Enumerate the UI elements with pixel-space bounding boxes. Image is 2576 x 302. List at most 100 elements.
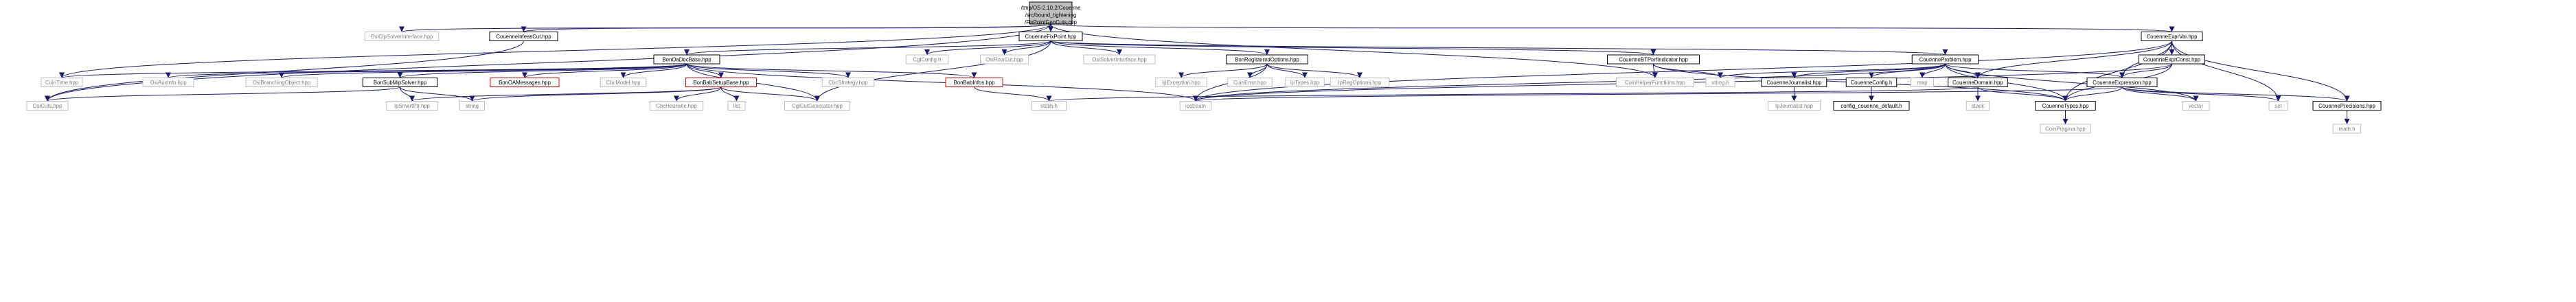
node-stringH-label: string.h xyxy=(1711,80,1729,86)
node-couenneConfig-box xyxy=(1845,78,1897,87)
node-ipException[interactable]: IpException.hpp xyxy=(1155,78,1207,87)
node-mathH-box xyxy=(2332,124,2362,134)
node-domain[interactable]: CouenneDomain.hpp xyxy=(1948,78,2008,87)
node-coinError-box xyxy=(1227,78,1273,87)
node-btPerf[interactable]: CouenneBTPerfIndicator.hpp xyxy=(1607,54,1700,65)
node-osiClp[interactable]: OsiClpSolverInterface.hpp xyxy=(364,32,440,41)
node-stdlib[interactable]: stdlib.h xyxy=(1031,101,1067,111)
node-ipTypes[interactable]: IpTypes.hpp xyxy=(1285,78,1325,87)
node-journalist[interactable]: CouenneJournalist.hpp xyxy=(1761,78,1827,87)
node-osiCuts[interactable]: OsiCuts.hpp xyxy=(26,101,69,111)
node-bonSubMip-box xyxy=(362,78,438,87)
edge-fixPoint-to-cglConfig xyxy=(924,40,1051,56)
edge-bonSubMip-to-string xyxy=(400,86,475,102)
edge-bonOa-to-osiAux xyxy=(166,63,687,78)
edge-exprConst-to-expression xyxy=(2119,63,2172,78)
node-string[interactable]: string xyxy=(459,101,485,111)
node-problem[interactable]: CouenneProblem.hpp xyxy=(1911,54,1979,65)
node-osiBranch[interactable]: OsiBranchingObject.hpp xyxy=(245,78,318,87)
node-ipJournalist[interactable]: IpJournalist.hpp xyxy=(1768,101,1821,111)
node-coinTime[interactable]: CoinTime.hpp xyxy=(41,78,83,87)
node-cglConfig[interactable]: CglConfig.h xyxy=(905,54,949,65)
node-bonOaMsg[interactable]: BonOAMessages.hpp xyxy=(490,78,560,87)
node-stack[interactable]: stack xyxy=(1965,101,1990,111)
node-btPerf-label: CouenneBTPerfIndicator.hpp xyxy=(1619,56,1688,62)
node-stringH[interactable]: string.h xyxy=(1705,78,1735,87)
node-bonOa-label: BonOaDecBase.hpp xyxy=(662,56,711,62)
node-vector[interactable]: vector xyxy=(2182,101,2210,111)
node-exprConst-box xyxy=(2139,54,2205,65)
node-mathH[interactable]: math.h xyxy=(2332,124,2362,134)
node-couenneConfig[interactable]: CouenneConfig.h xyxy=(1845,78,1897,87)
edge-bonBabSetup-to-list xyxy=(720,86,740,102)
node-expression-label: CouenneExpression.hpp xyxy=(2093,80,2152,86)
node-expression-box xyxy=(2086,78,2158,87)
node-problem-label: CouenneProblem.hpp xyxy=(1919,56,1972,62)
node-set-box xyxy=(2268,101,2288,111)
node-osiAux-box xyxy=(142,78,194,87)
edge-bonOa-to-bonBabSetup xyxy=(686,63,724,78)
node-bonOa[interactable]: BonOaDecBase.hpp xyxy=(653,54,720,65)
node-cglCutGen[interactable]: CglCutGenerator.hpp xyxy=(784,101,850,111)
node-map-box xyxy=(1911,78,1934,87)
node-osiCuts-box xyxy=(26,101,69,111)
edge-problem-to-expression xyxy=(1945,63,2125,78)
edge-domain-to-stdlib xyxy=(1047,86,1979,102)
node-bonBabSetup-box xyxy=(685,78,757,87)
node-couenneTypes[interactable]: CouenneTypes.hpp xyxy=(2035,101,2096,111)
node-bonRegOpt[interactable]: BonRegisteredOptions.hpp xyxy=(1226,54,1308,65)
node-coinHelper[interactable]: CoinHelperFunctions.hpp xyxy=(1616,78,1694,87)
node-osiAux[interactable]: OsiAuxInfo.hpp xyxy=(142,78,194,87)
edge-bonRegOpt-to-ipRegOpt xyxy=(1266,63,1363,78)
node-infeasCut-box xyxy=(489,32,558,41)
node-map[interactable]: map xyxy=(1911,78,1934,87)
node-bonBabSetup-label: BonBabSetupBase.hpp xyxy=(693,80,749,86)
edge-bonOa-to-osiBranch xyxy=(279,63,687,78)
node-expression[interactable]: CouenneExpression.hpp xyxy=(2086,78,2158,87)
node-vector-label: vector xyxy=(2189,103,2204,109)
node-exprConst[interactable]: CouenneExprConst.hpp xyxy=(2139,54,2205,65)
node-bonBabInfo[interactable]: BonBabInfos.hpp xyxy=(945,78,1003,87)
node-set[interactable]: set xyxy=(2268,101,2288,111)
node-iostream[interactable]: iostream xyxy=(1179,101,1212,111)
node-osiRowCut-label: OsiRowCut.hpp xyxy=(985,56,1023,62)
node-precisions[interactable]: CouennePrecisions.hpp xyxy=(2312,101,2382,111)
node-ipRegOpt[interactable]: IpRegOptions.hpp xyxy=(1330,78,1390,87)
edge-bonBabSetup-to-cbcHeuristic xyxy=(674,86,722,102)
node-fixPoint[interactable]: CouenneFixPoint.hpp xyxy=(1018,32,1083,41)
node-osiClp-label: OsiClpSolverInterface.hpp xyxy=(370,34,433,40)
node-iostream-box xyxy=(1179,101,1212,111)
root-label-line-1: /tmp/OS-2.10.2/Couenne xyxy=(1021,5,1081,11)
node-coinPragma[interactable]: CoinPragma.hpp xyxy=(2040,124,2091,134)
node-bonSubMip[interactable]: BonSubMipSolver.hpp xyxy=(362,78,438,87)
node-stdlib-label: stdlib.h xyxy=(1040,103,1058,109)
node-root: /tmp/OS-2.10.2/Couenne/src/bound_tighten… xyxy=(1021,1,1081,25)
node-osiRowCut[interactable]: OsiRowCut.hpp xyxy=(980,54,1029,65)
node-cbcModel[interactable]: CbcModel.hpp xyxy=(600,78,647,87)
node-stringH-box xyxy=(1705,78,1735,87)
edge-bonSubMip-to-osiCuts xyxy=(45,86,400,102)
node-exprVar-label: CouenneExprVar.hpp xyxy=(2147,34,2198,40)
node-bonBabSetup[interactable]: BonBabSetupBase.hpp xyxy=(685,78,757,87)
node-bonRegOpt-box xyxy=(1226,54,1308,65)
node-list[interactable]: list xyxy=(727,101,746,111)
edge-exprVar-to-precisions xyxy=(2172,40,2350,102)
node-cbcHeuristic[interactable]: CbcHeuristic.hpp xyxy=(649,101,704,111)
node-coinError[interactable]: CoinError.hpp xyxy=(1227,78,1273,87)
node-configDefault[interactable]: config_couenne_default.h xyxy=(1833,101,1910,111)
edges xyxy=(45,23,2350,124)
edge-fixPoint-to-bonRegOpt xyxy=(1050,40,1270,56)
node-ipSmartPtr[interactable]: IpSmartPtr.hpp xyxy=(386,101,438,111)
node-exprVar[interactable]: CouenneExprVar.hpp xyxy=(2141,32,2203,41)
node-infeasCut[interactable]: CouenneInfeasCut.hpp xyxy=(489,32,558,41)
node-cglCutGen-box xyxy=(784,101,850,111)
node-journalist-label: CouenneJournalist.hpp xyxy=(1766,80,1822,86)
node-osiSolver[interactable]: OsiSolverInterface.hpp xyxy=(1083,54,1156,65)
node-coinTime-box xyxy=(41,78,83,87)
edge-bonOa-to-iostream xyxy=(686,63,1198,102)
node-osiBranch-label: OsiBranchingObject.hpp xyxy=(253,80,311,86)
node-osiBranch-box xyxy=(245,78,318,87)
node-cbcStrategy[interactable]: CbcStrategy.hpp xyxy=(821,78,875,87)
node-iostream-label: iostream xyxy=(1185,103,1206,109)
